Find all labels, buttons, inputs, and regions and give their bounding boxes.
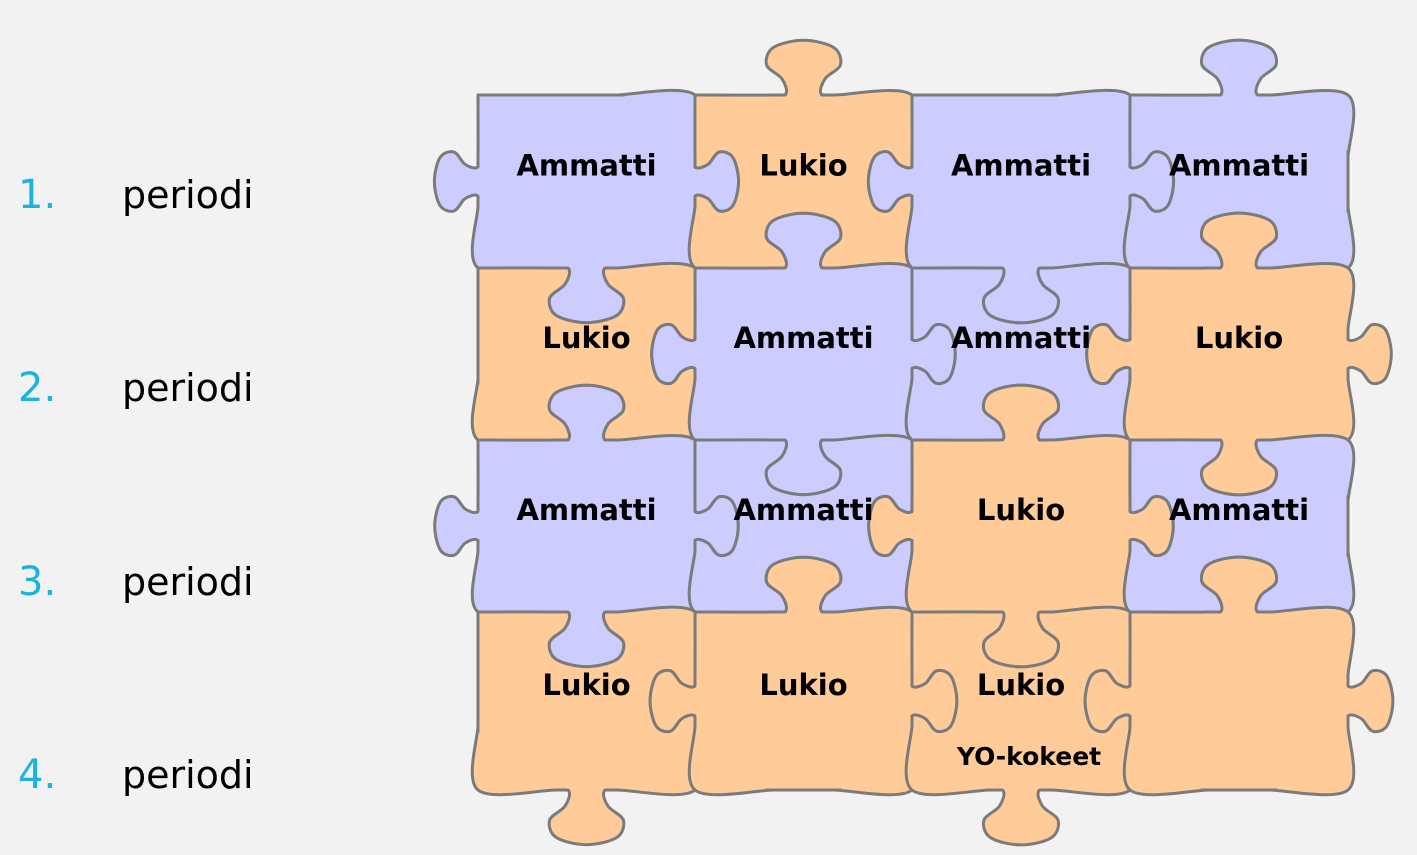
yo-kokeet-label: YO-kokeet bbox=[956, 742, 1101, 771]
puzzle-piece-label: Ammatti bbox=[516, 493, 656, 527]
puzzle-piece-label: Ammatti bbox=[516, 149, 656, 183]
puzzle-piece-label: Ammatti bbox=[951, 321, 1091, 355]
puzzle-piece-label: Ammatti bbox=[733, 493, 873, 527]
puzzle-piece-label: Lukio bbox=[542, 668, 630, 702]
puzzle-piece-label: Ammatti bbox=[1169, 493, 1309, 527]
puzzle-piece-label: Lukio bbox=[542, 321, 630, 355]
puzzle-piece-label: Ammatti bbox=[951, 149, 1091, 183]
puzzle-piece-label: Lukio bbox=[759, 668, 847, 702]
puzzle-piece-label: Lukio bbox=[977, 493, 1065, 527]
puzzle-piece-label: Lukio bbox=[1195, 321, 1283, 355]
puzzle-piece-label: Lukio bbox=[977, 668, 1065, 702]
puzzle-piece-label: Ammatti bbox=[733, 321, 873, 355]
puzzle-piece-label: Ammatti bbox=[1169, 149, 1309, 183]
puzzle-piece-label: Lukio bbox=[759, 149, 847, 183]
